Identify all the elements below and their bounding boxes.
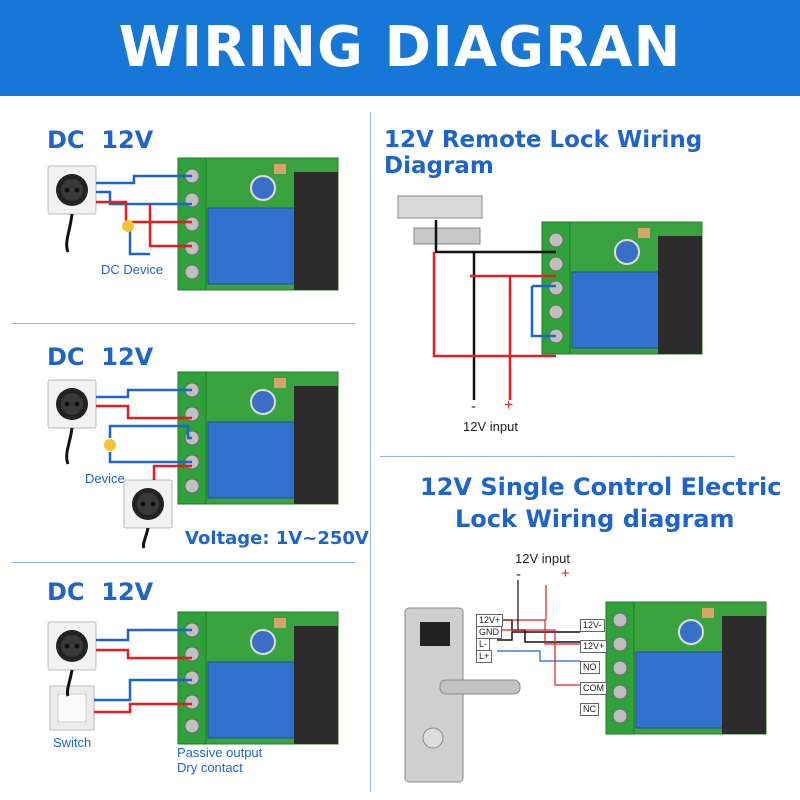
divider-right <box>380 456 735 457</box>
module-terminal-12v-plus: 12V+ <box>580 640 608 653</box>
page-title: WIRING DIAGRAN <box>118 15 682 80</box>
module-terminal-12v-minus: 12V- <box>580 619 605 632</box>
voltage-label: Voltage: 1V~250V <box>185 528 369 549</box>
passive-output-label: Passive output <box>177 745 263 760</box>
bulb-icon <box>104 439 116 451</box>
relay-module <box>605 601 767 735</box>
relay-module <box>177 611 339 745</box>
minus-label-bottom: - <box>516 566 521 583</box>
relay-module <box>177 157 339 291</box>
single-control-title-2: Lock Wiring diagram <box>455 505 735 533</box>
minus-label: - <box>471 398 476 415</box>
section2-heading: DC 12V <box>47 343 154 371</box>
single-control-title-1: 12V Single Control Electric <box>420 473 782 501</box>
input-label-bottom: 12V input <box>515 551 570 566</box>
relay-module <box>541 221 703 355</box>
plus-label-bottom: + <box>561 565 570 582</box>
bulb-icon <box>122 220 134 232</box>
input-label: 12V input <box>463 419 518 434</box>
dry-contact-label: Dry contact <box>177 760 243 775</box>
divider-vertical <box>370 112 371 792</box>
door-lock-handle-icon <box>404 607 521 783</box>
module-terminal-nc: NC <box>580 703 599 716</box>
socket-icon <box>47 621 97 671</box>
section3-heading: DC 12V <box>47 578 154 606</box>
lock-terminal-l-plus: L+ <box>476 650 493 663</box>
section1-heading: DC 12V <box>47 126 154 154</box>
socket-icon <box>47 165 97 215</box>
relay-module <box>177 371 339 505</box>
title-banner <box>0 0 800 96</box>
dc-device-label: DC Device <box>101 262 164 277</box>
socket-icon <box>123 479 173 529</box>
divider-left-1 <box>12 323 355 324</box>
magnetic-lock-icon <box>397 195 483 245</box>
divider-left-2 <box>12 562 355 563</box>
switch-label: Switch <box>53 735 92 750</box>
plus-label: + <box>504 397 514 414</box>
socket-icon <box>47 379 97 429</box>
module-terminal-com: COM <box>580 682 607 695</box>
module-terminal-no: NO <box>580 661 600 674</box>
device-label: Device <box>85 471 125 486</box>
remote-lock-title: 12V Remote Lock Wiring Diagram <box>384 127 703 179</box>
